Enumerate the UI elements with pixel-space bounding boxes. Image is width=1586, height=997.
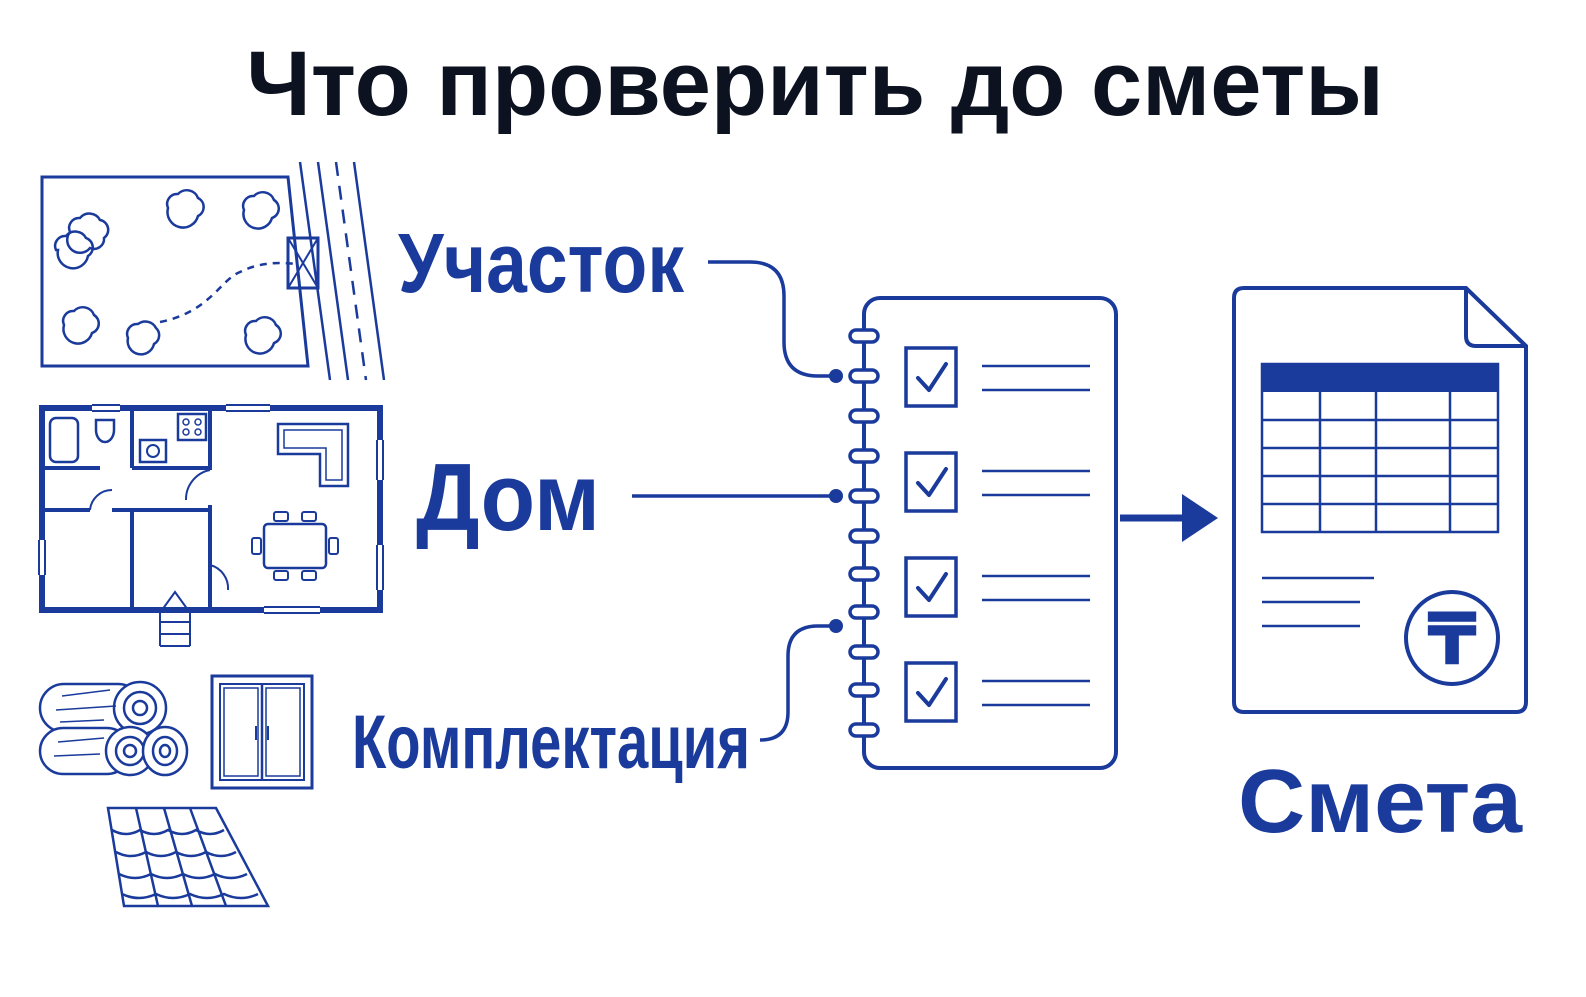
checklist-item (904, 451, 1090, 513)
checklist-board (862, 296, 1118, 770)
window-icon (210, 674, 314, 790)
checkmark-icon (916, 467, 948, 497)
page-title: Что проверить до сметы (246, 33, 1384, 135)
checklist-ring (848, 566, 880, 582)
checkmark-icon (916, 572, 948, 602)
connector-equipment (759, 624, 836, 742)
checklist-ring (848, 368, 880, 384)
label-equipment: Комплектация (352, 700, 750, 785)
connector-dots (829, 369, 843, 633)
document-text-lines (1262, 576, 1374, 628)
checkmark-icon (916, 362, 948, 392)
checklist-ring (848, 722, 880, 738)
document-fold (1464, 288, 1526, 348)
checklist-ring (848, 488, 880, 504)
checklist-ring (848, 682, 880, 698)
checkbox (904, 451, 958, 513)
logs-icon (38, 680, 189, 777)
checklist-ring (848, 408, 880, 424)
label-house: Дом (416, 444, 600, 551)
label-plot: Участок (398, 216, 685, 310)
checkbox (904, 556, 958, 618)
checkbox (904, 346, 958, 408)
checkbox (904, 661, 958, 723)
table-header-bar (1262, 364, 1498, 392)
checklist-item (904, 556, 1090, 618)
checkmark-icon (916, 677, 948, 707)
roof-tiles-icon (106, 806, 271, 908)
table-grid (1260, 362, 1500, 534)
estimate-document-icon (1232, 286, 1528, 714)
document-outline (1232, 286, 1528, 714)
connector-lines (632, 260, 836, 742)
tenge-icon: ₸ (1427, 600, 1477, 680)
tree-icon (53, 188, 283, 356)
connector-plot (708, 260, 836, 378)
floor-plan-icon (38, 404, 384, 647)
checklist-icon (848, 296, 1118, 770)
arrow-right-icon (1120, 494, 1218, 542)
checklist-rings (848, 328, 880, 738)
tenge-icon-circle (1404, 590, 1500, 686)
checklist-ring (848, 328, 880, 344)
label-estimate: Смета (1238, 752, 1523, 852)
checklist-item (904, 661, 1090, 723)
site-plan-icon (40, 161, 386, 381)
checklist-ring (848, 528, 880, 544)
checklist-ring (848, 448, 880, 464)
checklist-ring (848, 644, 880, 660)
checklist-ring (848, 604, 880, 620)
checklist-item (904, 346, 1090, 408)
checklist-items (904, 346, 1090, 723)
